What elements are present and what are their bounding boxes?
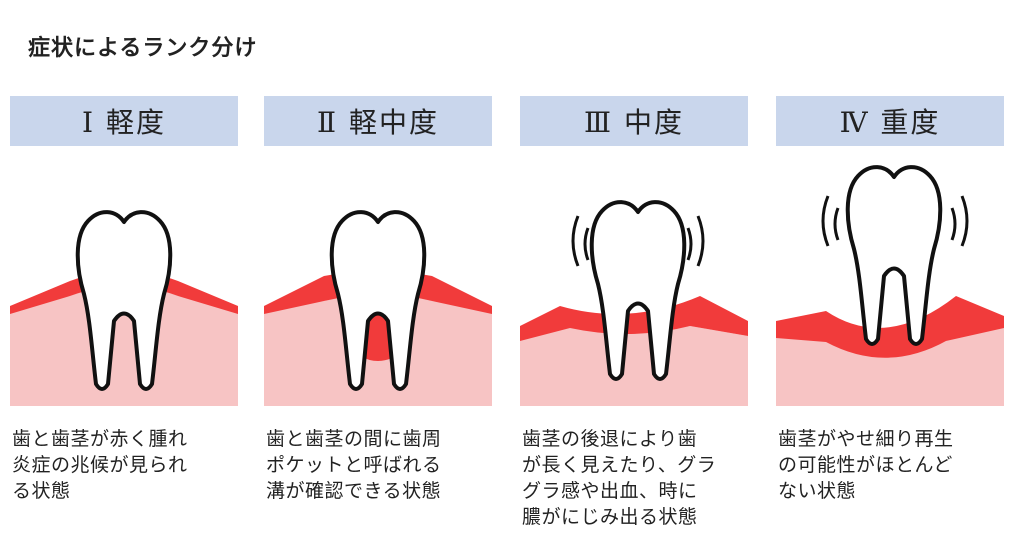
wobble-right-icon bbox=[686, 227, 693, 261]
wobble-right-icon bbox=[960, 195, 969, 247]
stage-3-header: Ⅲ 中度 bbox=[520, 96, 748, 146]
wobble-right-icon bbox=[950, 207, 957, 241]
page-title: 症状によるランク分け bbox=[28, 36, 258, 61]
wobble-right-icon bbox=[696, 215, 705, 267]
stage-3-panel: Ⅲ 中度 歯茎の後退により歯 が長く見えたり、グラ グラ感や出血、時に 膿がにじ… bbox=[520, 96, 748, 528]
wobble-left-icon bbox=[833, 207, 840, 241]
wobble-left-icon bbox=[571, 215, 580, 267]
gum-base bbox=[776, 326, 1004, 406]
tooth-icon bbox=[589, 200, 687, 381]
stage-4-header: Ⅳ 重度 bbox=[776, 96, 1004, 146]
gum-inflamed bbox=[776, 296, 1004, 358]
stage-4-illustration bbox=[776, 165, 1004, 406]
stage-1-panel: Ⅰ 軽度 歯と歯茎が赤く腫れ 炎症の兆候が見られ る状態 bbox=[10, 96, 238, 526]
gum-base bbox=[10, 285, 238, 406]
gum-base bbox=[520, 326, 748, 406]
wobble-left-icon bbox=[583, 227, 590, 261]
tooth-icon bbox=[845, 165, 943, 346]
tooth-icon bbox=[329, 210, 427, 391]
stage-3-illustration bbox=[520, 200, 748, 406]
stage-3-description: 歯茎の後退により歯 が長く見えたり、グラ グラ感や出血、時に 膿がにじみ出る状態 bbox=[522, 428, 717, 528]
tooth-icon bbox=[75, 210, 173, 391]
stage-2-header: Ⅱ 軽中度 bbox=[264, 96, 492, 146]
stage-4-panel: Ⅳ 重度 歯茎がやせ細り再生 の可能性がほとんど ない状態 bbox=[776, 96, 1004, 526]
stage-1-header: Ⅰ 軽度 bbox=[10, 96, 238, 146]
wobble-left-icon bbox=[821, 195, 830, 247]
gum-inflamed bbox=[520, 296, 748, 341]
stage-1-illustration bbox=[10, 210, 238, 406]
stage-2-panel: Ⅱ 軽中度 歯と歯茎の間に歯周 ポケットと呼ばれる 溝が確認できる状態 bbox=[264, 96, 492, 526]
stage-1-description: 歯と歯茎が赤く腫れ 炎症の兆候が見られ る状態 bbox=[12, 428, 188, 502]
stage-2-illustration bbox=[264, 210, 492, 406]
stage-2-description: 歯と歯茎の間に歯周 ポケットと呼ばれる 溝が確認できる状態 bbox=[266, 428, 442, 502]
stage-4-description: 歯茎がやせ細り再生 の可能性がほとんど ない状態 bbox=[778, 428, 954, 502]
